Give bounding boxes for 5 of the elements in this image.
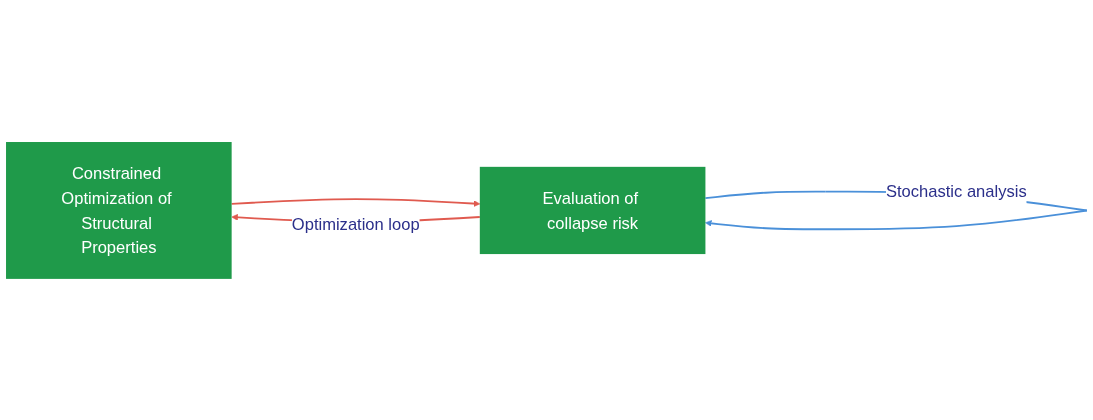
node-box: Evaluation of collapse risk: [479, 166, 706, 254]
arrow: [230, 197, 481, 207]
edge-label: Optimization loop: [291, 214, 420, 234]
node-box: Constrained Optimization of Structural Properties: [6, 141, 232, 279]
edge-label: Stochastic analysis: [885, 181, 1027, 201]
